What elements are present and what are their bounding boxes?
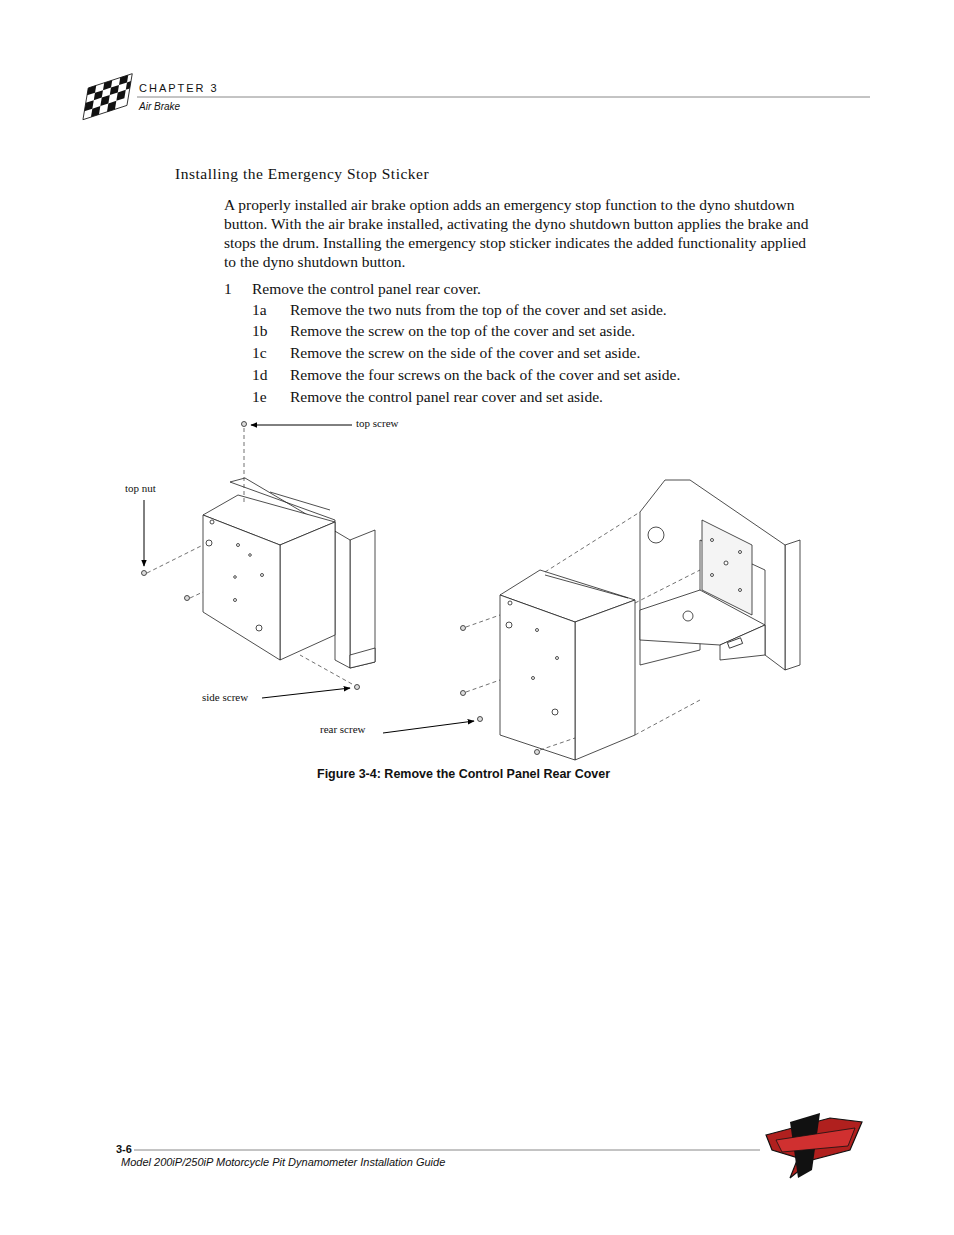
step-number: 1b: [252, 322, 268, 340]
brand-logo: [766, 1113, 862, 1178]
callout-label: top screw: [356, 417, 398, 429]
page-number: 3-6: [116, 1143, 132, 1155]
step-number: 1: [224, 280, 232, 298]
step-text: Remove the control panel rear cover.: [252, 280, 481, 298]
footer-rule: [134, 1150, 760, 1151]
step-text: Remove the screw on the top of the cover…: [290, 322, 635, 340]
callout-label: rear screw: [320, 723, 366, 735]
step-text: Remove the two nuts from the top of the …: [290, 301, 667, 319]
step-number: 1a: [252, 301, 267, 319]
left-fasteners: [142, 422, 360, 690]
callout-label: side screw: [202, 691, 248, 703]
body-paragraph: A properly installed air brake option ad…: [224, 195, 816, 271]
checkered-flag: [83, 74, 132, 120]
leader-lines: [144, 425, 474, 733]
chapter-label: CHAPTER 3: [139, 82, 219, 94]
callout-label: top nut: [125, 482, 156, 494]
step-number: 1e: [252, 388, 267, 406]
section-heading: Installing the Emergency Stop Sticker: [175, 165, 429, 183]
right-fasteners: [461, 626, 540, 755]
figure-caption: Figure 3-4: Remove the Control Panel Rea…: [317, 767, 610, 781]
panel-frame: [640, 480, 800, 670]
step-text: Remove the screw on the side of the cove…: [290, 344, 640, 362]
chapter-title: Air Brake: [139, 101, 180, 112]
step-text: Remove the control panel rear cover and …: [290, 388, 603, 406]
right-dash-lines: [466, 512, 700, 750]
step-number: 1c: [252, 344, 267, 362]
footer-title: Model 200iP/250iP Motorcycle Pit Dynamom…: [121, 1156, 445, 1168]
step-text: Remove the four screws on the back of th…: [290, 366, 680, 384]
left-dash-lines: [147, 428, 352, 684]
header-rule: [137, 97, 870, 98]
panel-assembled: [203, 478, 375, 668]
rear-cover: [500, 570, 635, 760]
step-number: 1d: [252, 366, 268, 384]
